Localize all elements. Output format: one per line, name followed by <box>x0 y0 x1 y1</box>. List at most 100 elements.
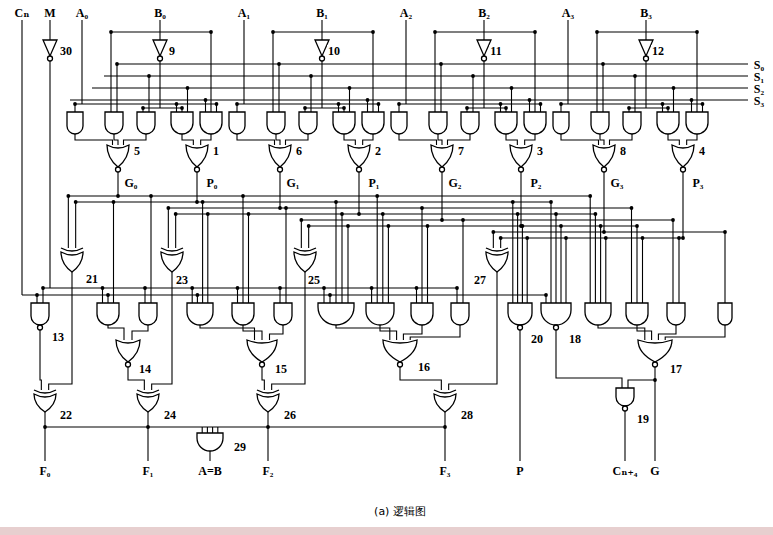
label-anchor: Cₙ₊₄ <box>612 461 639 479</box>
wire <box>159 61 160 108</box>
label-anchor: 28 <box>460 405 474 423</box>
wire <box>117 172 118 196</box>
junction-dot <box>149 194 153 198</box>
junction-dot <box>559 224 563 228</box>
and-gate <box>362 112 384 134</box>
gate-number: 4 <box>698 145 706 157</box>
and-gate <box>200 112 222 134</box>
label-anchor: B₂ <box>477 3 491 21</box>
label-anchor: A₁ <box>237 3 251 21</box>
junction-dot <box>206 212 210 216</box>
xor-gate <box>434 394 456 412</box>
inversion-bubble <box>518 325 523 330</box>
junction-dot <box>370 286 374 290</box>
wire <box>341 214 342 303</box>
signal-name: P <box>515 465 524 477</box>
label-anchor: B₁ <box>315 3 329 21</box>
label-anchor: P₃ <box>692 173 705 191</box>
junction-dot <box>284 206 288 210</box>
wire <box>301 220 302 248</box>
wire <box>520 172 521 226</box>
xor-gate-arc <box>61 248 83 251</box>
nand-gate <box>616 388 634 406</box>
junction-dot <box>533 30 537 34</box>
wire <box>209 451 210 461</box>
label-anchor: G₀ <box>124 173 139 191</box>
wire <box>421 208 422 303</box>
wire <box>168 207 631 208</box>
xor-gate-arc <box>294 248 316 251</box>
junction-dot <box>397 102 401 106</box>
junction-dot <box>309 74 313 78</box>
wire <box>44 412 45 461</box>
wiring <box>22 20 748 461</box>
junction-dot <box>516 212 520 216</box>
label-anchor: 10 <box>327 41 341 59</box>
and-gate <box>333 112 355 134</box>
junction-dot <box>74 200 78 204</box>
gate-number: 14 <box>138 363 152 375</box>
junction-dot <box>510 86 514 90</box>
label-anchor: G₃ <box>610 173 625 191</box>
junction-dot <box>115 62 119 66</box>
nand-gate <box>508 303 532 325</box>
gate-number: 5 <box>133 145 141 157</box>
signal-name: Cₙ <box>14 7 31 19</box>
signal-name: B₀ <box>153 7 167 19</box>
junction-dot <box>455 286 459 290</box>
and-gate <box>318 303 354 325</box>
label-anchor: 6 <box>295 141 303 159</box>
junction-dot <box>241 194 245 198</box>
junction-dot <box>599 224 603 228</box>
and-gate <box>451 303 469 325</box>
junction-dot <box>420 206 424 210</box>
label-anchor: F₁ <box>142 461 155 479</box>
inversion-bubble <box>320 56 325 61</box>
junction-dot <box>499 236 503 240</box>
gate-number: 23 <box>175 274 189 286</box>
wire <box>321 20 322 40</box>
wire <box>493 232 494 248</box>
wire <box>678 238 679 303</box>
wire <box>567 20 568 104</box>
and-gate <box>553 112 569 134</box>
wire <box>75 134 113 145</box>
junction-dot <box>195 200 199 204</box>
nor-gate <box>431 145 453 167</box>
wire <box>658 325 676 340</box>
label-anchor: 18 <box>568 329 582 347</box>
inversion-bubble <box>681 167 686 172</box>
wire <box>210 32 211 112</box>
wire <box>207 214 208 303</box>
junction-dot <box>661 102 665 106</box>
label-anchor: 11 <box>489 41 502 59</box>
wire <box>114 134 118 145</box>
gate-number: 6 <box>295 145 303 157</box>
wire <box>565 238 566 303</box>
junction-dot <box>277 62 281 66</box>
wire <box>217 427 218 433</box>
junction-dot <box>539 102 543 106</box>
wire <box>434 32 435 112</box>
junction-dot <box>141 106 145 110</box>
junction-dot <box>146 425 150 429</box>
label-anchor: F₂ <box>262 461 275 479</box>
not-gate <box>43 40 57 56</box>
and-gate <box>657 112 679 134</box>
wire <box>624 411 625 461</box>
junction-dot <box>630 206 634 210</box>
gate-number: 29 <box>233 441 247 453</box>
junction-dot <box>366 98 370 102</box>
wire <box>377 196 378 303</box>
junction-dot <box>174 212 178 216</box>
inversion-bubble <box>623 406 628 411</box>
signal-name: G₃ <box>610 177 625 189</box>
wire <box>43 287 457 288</box>
gate-number: 15 <box>274 363 288 375</box>
inversion-bubble <box>519 167 524 172</box>
junction-dot <box>672 86 676 90</box>
wire <box>68 195 590 196</box>
label-anchor: 7 <box>457 141 465 159</box>
junction-dot <box>328 293 332 297</box>
wire <box>110 32 111 112</box>
